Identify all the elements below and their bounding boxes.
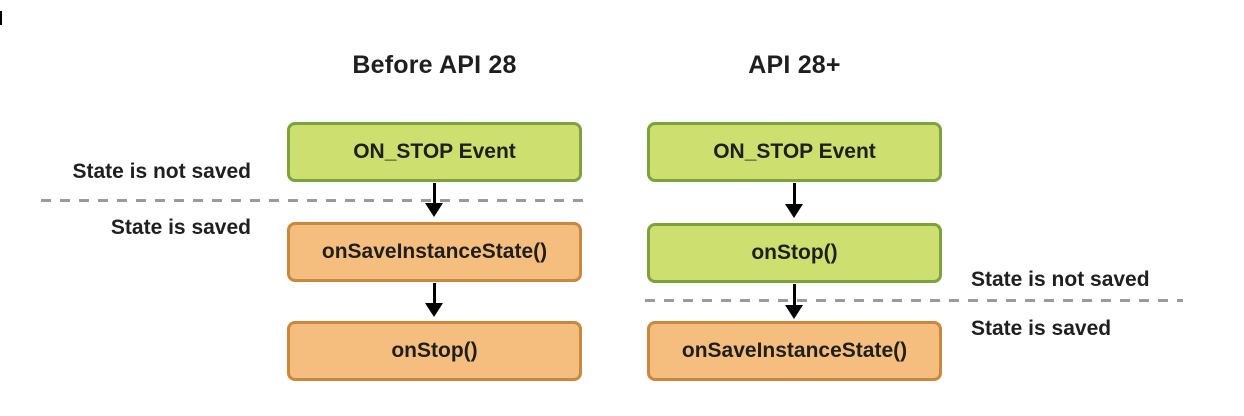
node-on-stop-right: onStop()	[647, 223, 942, 283]
node-label: onStop()	[391, 339, 478, 362]
arrow-stem	[432, 283, 436, 303]
node-label: onSaveInstanceState()	[321, 240, 548, 263]
label-state-not-saved-right: State is not saved	[971, 268, 1150, 291]
arrow-stem	[792, 284, 796, 305]
arrow-down-icon	[425, 183, 443, 217]
column-title-before-api-28: Before API 28	[352, 51, 517, 79]
node-label: onSaveInstanceState()	[681, 339, 908, 362]
arrow-down-icon	[785, 284, 803, 319]
edge-artifact-mark	[0, 11, 2, 25]
arrow-head	[785, 305, 803, 319]
label-state-saved-right: State is saved	[971, 317, 1112, 340]
label-state-not-saved-left: State is not saved	[72, 160, 251, 183]
node-label: onStop()	[751, 241, 838, 264]
node-on-save-instance-state-left: onSaveInstanceState()	[287, 222, 582, 282]
state-boundary-line-right	[645, 299, 1183, 302]
arrow-stem	[792, 183, 796, 204]
node-on-save-instance-state-right: onSaveInstanceState()	[647, 321, 942, 381]
label-state-saved-left: State is saved	[110, 216, 251, 239]
arrow-head	[425, 203, 443, 217]
node-on-stop-event-right: ON_STOP Event	[647, 122, 942, 182]
column-title-api-28-plus: API 28+	[748, 51, 841, 79]
arrow-down-icon	[785, 183, 803, 218]
arrow-stem	[432, 183, 436, 203]
state-boundary-line-left	[41, 199, 583, 202]
node-label: ON_STOP Event	[353, 140, 516, 163]
arrow-head	[785, 204, 803, 218]
arrow-down-icon	[425, 283, 443, 317]
arrow-head	[425, 303, 443, 317]
node-on-stop-left: onStop()	[287, 321, 582, 381]
node-label: ON_STOP Event	[713, 140, 876, 163]
node-on-stop-event-left: ON_STOP Event	[287, 122, 582, 182]
